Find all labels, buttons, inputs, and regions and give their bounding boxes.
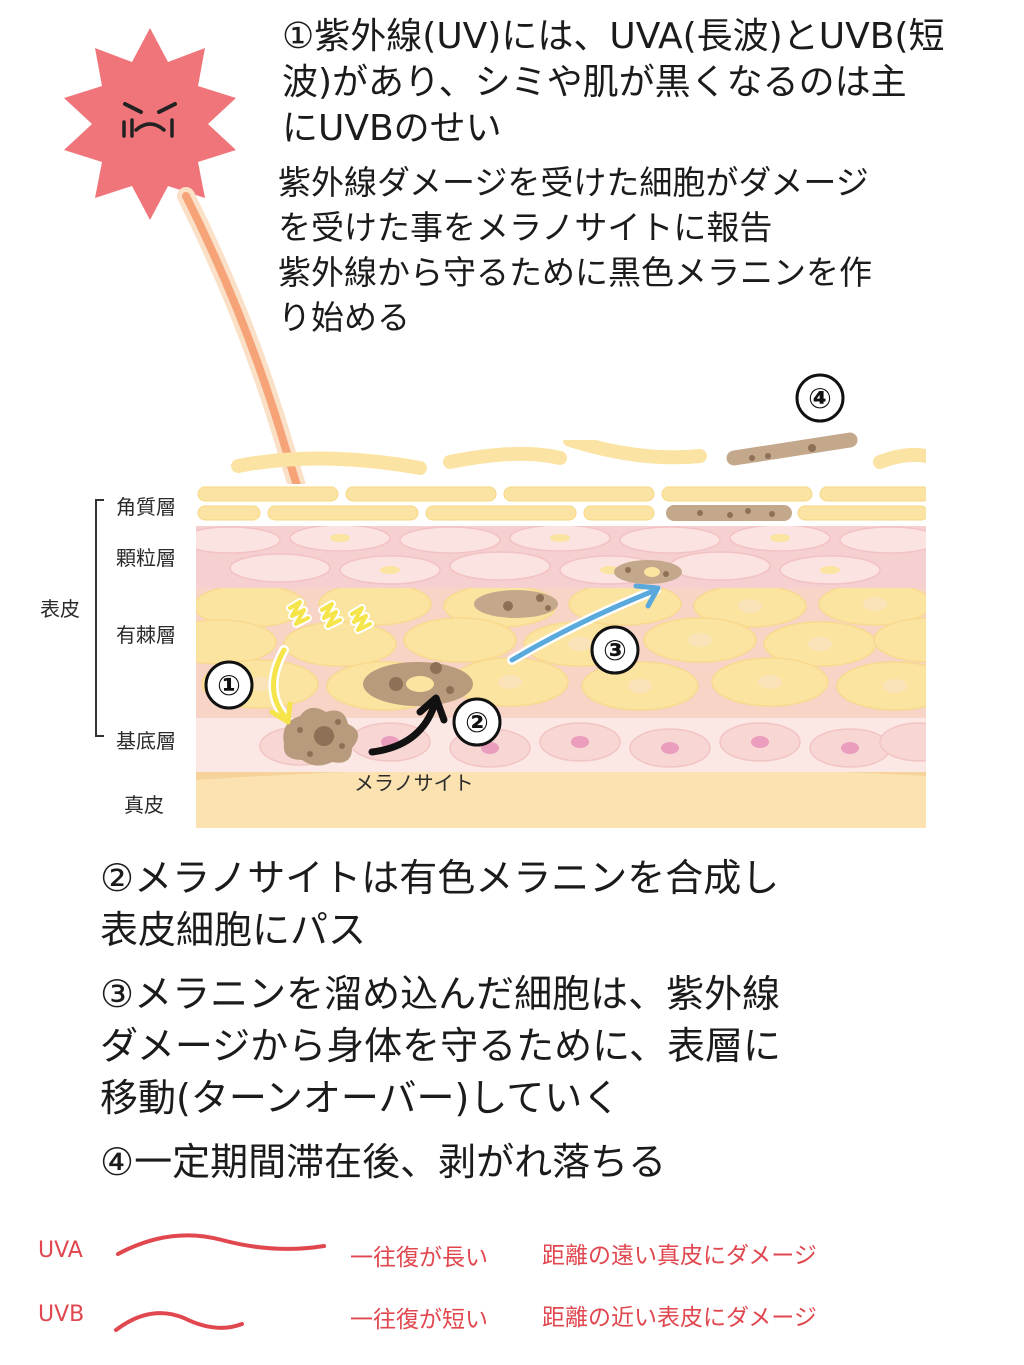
intro-line-3: にUVBのせい xyxy=(282,108,502,149)
corneum-label: 角質層 xyxy=(116,495,176,519)
marker-3-text: ③ xyxy=(603,634,627,667)
epidermis-label: 表皮 xyxy=(40,597,80,621)
desc-line-1: 紫外線ダメージを受けた細胞がダメージ xyxy=(278,163,869,202)
melanocyte-cell xyxy=(283,707,359,766)
step-2-text: ②メラノサイトは有色メラニンを合成し 表皮細胞にパス xyxy=(100,852,1000,956)
uv-damage-squiggle-icon xyxy=(286,598,374,634)
marker-1: ① xyxy=(204,660,254,710)
shedding-flake xyxy=(726,432,858,466)
marker-4-text: ④ xyxy=(808,382,832,415)
melanin-cells xyxy=(363,560,682,706)
marker-3: ③ xyxy=(590,625,640,675)
spinous-label: 有棘層 xyxy=(116,623,176,647)
turnover-arrow xyxy=(507,583,661,665)
angry-sun-icon xyxy=(64,28,236,220)
melanin-transfer-arrow xyxy=(368,694,448,756)
step-2-line-1: ②メラノサイトは有色メラニンを合成し xyxy=(100,856,780,900)
uvb-effect-text: 距離の近い表皮にダメージ xyxy=(542,1305,817,1331)
intro-line-2: 波)があり、シミや肌が黒くなるのは主 xyxy=(282,62,907,103)
uva-wave-text: 一往復が長い xyxy=(350,1245,488,1271)
uvb-label: UVB xyxy=(38,1302,85,1327)
step-3-line-2: ダメージから身体を守るために、表層に xyxy=(100,1024,781,1068)
marker-1-text: ① xyxy=(217,669,241,702)
report-arrow xyxy=(268,645,293,725)
damage-description: 紫外線ダメージを受けた細胞がダメージ を受けた事をメラノサイトに報告 紫外線から… xyxy=(278,160,998,340)
desc-line-2: を受けた事をメラノサイトに報告 xyxy=(278,208,773,247)
marker-2: ② xyxy=(452,697,502,747)
uvb-wave-icon xyxy=(114,1311,244,1332)
uva-effect-text: 距離の遠い真皮にダメージ xyxy=(542,1243,817,1269)
marker-4: ④ xyxy=(795,373,845,423)
step-3-line-3: 移動(ターンオーバー)していく xyxy=(100,1076,621,1120)
uva-label: UVA xyxy=(38,1238,83,1263)
intro-text: ①紫外線(UV)には、UVA(長波)とUVB(短 波)があり、シミや肌が黒くなる… xyxy=(282,14,1002,152)
step-3-line-1: ③メラニンを溜め込んだ細胞は、紫外線 xyxy=(100,972,781,1016)
intro-line-1: ①紫外線(UV)には、UVA(長波)とUVB(短 xyxy=(282,16,945,57)
basal-label: 基底層 xyxy=(116,729,176,753)
desc-line-4: り始める xyxy=(278,298,410,337)
melanocyte-label: メラノサイト xyxy=(354,771,474,795)
epidermis-bracket xyxy=(95,499,104,737)
desc-line-3: 紫外線から守るために黒色メラニンを作 xyxy=(278,253,872,292)
step-2-line-2: 表皮細胞にパス xyxy=(100,908,367,952)
granular-label: 顆粒層 xyxy=(116,546,176,570)
step-3-text: ③メラニンを溜め込んだ細胞は、紫外線 ダメージから身体を守るために、表層に 移動… xyxy=(100,968,1000,1124)
skin-cross-section xyxy=(196,440,926,828)
uvb-wave-text: 一往復が短い xyxy=(350,1307,488,1333)
step-4-line-1: ④一定期間滞在後、剥がれ落ちる xyxy=(100,1140,667,1184)
marker-2-text: ② xyxy=(465,706,489,739)
step-4-text: ④一定期間滞在後、剥がれ落ちる xyxy=(100,1136,1000,1188)
dermis-label: 真皮 xyxy=(124,793,164,817)
uva-wave-icon xyxy=(116,1233,326,1256)
